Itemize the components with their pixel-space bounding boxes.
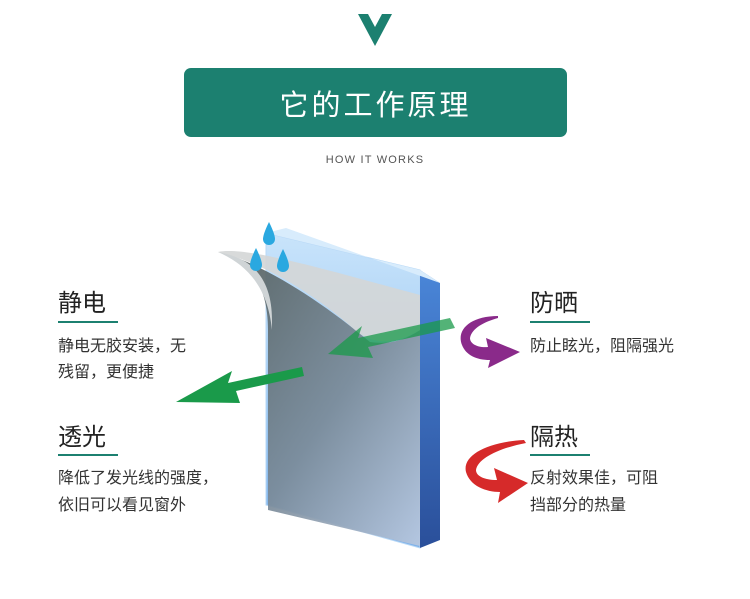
- feature-desc-heat-1: 反射效果佳，可阻: [530, 468, 659, 487]
- feature-desc-light-1: 降低了发光线的强度，: [58, 468, 219, 487]
- arrow-icon: [328, 318, 455, 358]
- divider: [530, 321, 590, 323]
- page-title: 它的工作原理: [279, 87, 472, 122]
- window-film-illustration: [176, 222, 528, 549]
- feature-title-static: 静电: [58, 289, 106, 317]
- page-subtitle: HOW IT WORKS: [325, 154, 425, 166]
- feature-desc-static-2: 残留，更便捷: [58, 362, 155, 381]
- feature-desc-sun-1: 防止眩光，阻隔强光: [530, 336, 675, 355]
- arrow-icon: [176, 367, 304, 403]
- film-sheet: [218, 252, 420, 546]
- water-drop-icon: [263, 222, 275, 245]
- water-drop-icon: [277, 249, 289, 272]
- divider: [58, 321, 118, 323]
- feature-desc-light-2: 依旧可以看见窗外: [58, 495, 187, 514]
- divider: [530, 454, 590, 456]
- divider: [58, 454, 118, 456]
- curved-arrow-icon: [460, 316, 520, 368]
- feature-title-sun: 防晒: [530, 289, 578, 317]
- feature-title-light: 透光: [58, 423, 106, 451]
- feature-desc-heat-2: 挡部分的热量: [530, 495, 627, 514]
- glass-edge: [420, 270, 440, 548]
- feature-title-heat: 隔热: [530, 423, 578, 451]
- curved-arrow-icon: [465, 440, 528, 503]
- title-banner: 它的工作原理: [184, 68, 567, 137]
- water-drop-icon: [250, 248, 262, 271]
- chevron-down-icon: [358, 14, 392, 46]
- feature-desc-static-1: 静电无胶安装，无: [58, 336, 187, 355]
